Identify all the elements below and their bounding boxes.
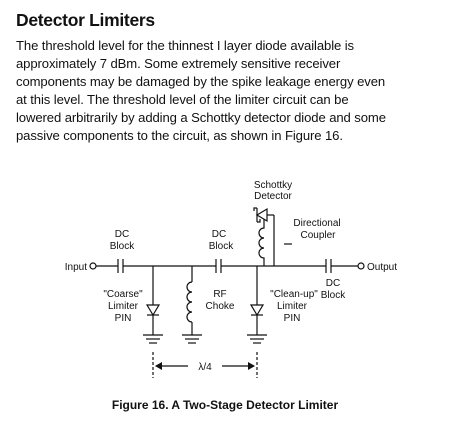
schottky-bar-hooks bbox=[253, 207, 261, 223]
label-dc-block-2: Block bbox=[209, 241, 234, 252]
output-terminal bbox=[357, 262, 365, 270]
label-dc-block-3: DC bbox=[326, 278, 340, 289]
label-choke: Choke bbox=[206, 301, 235, 312]
schottky-diode bbox=[255, 207, 268, 223]
label-dc-block-1: DC bbox=[115, 229, 129, 240]
arrowhead-right bbox=[248, 362, 255, 370]
label-rf: RF bbox=[213, 289, 226, 300]
paragraph-line: lowered arbitrarily by adding a Schottky… bbox=[16, 110, 386, 126]
rf-choke-coil bbox=[186, 281, 193, 323]
label-detector: Detector bbox=[254, 191, 292, 202]
label-coarse: "Coarse" bbox=[103, 289, 143, 300]
label-coarse-pin: PIN bbox=[115, 313, 132, 324]
label-directional: Directional bbox=[293, 218, 340, 229]
label-lambda-quarter: λ/4 bbox=[198, 362, 212, 373]
label-dc-block-3: Block bbox=[321, 290, 346, 301]
paragraph-line: at this level. The threshold level of th… bbox=[16, 92, 349, 108]
label-dc-block-2: DC bbox=[212, 229, 226, 240]
paragraph-line: approximately 7 dBm. Some extremely sens… bbox=[16, 56, 341, 72]
paragraph-line: The threshold level for the thinnest I l… bbox=[16, 38, 354, 53]
label-coarse-limiter: Limiter bbox=[108, 301, 139, 312]
section-heading: Detector Limiters bbox=[16, 10, 155, 30]
body-paragraph: The threshold level for the thinnest I l… bbox=[16, 37, 446, 146]
coupler-coil bbox=[258, 215, 265, 266]
arrowhead-left bbox=[155, 362, 162, 370]
label-schottky: Schottky bbox=[254, 180, 292, 191]
label-cleanup-limiter: Limiter bbox=[277, 301, 308, 312]
cleanup-pin-diode bbox=[249, 304, 265, 317]
paragraph-line: components may be damaged by the spike l… bbox=[16, 74, 386, 90]
label-coupler: Coupler bbox=[300, 230, 336, 241]
label-dc-block-1: Block bbox=[110, 241, 135, 252]
paragraph-line: passive components to the circuit, as sh… bbox=[16, 128, 343, 144]
label-input: Input bbox=[65, 262, 87, 273]
figure-caption: Figure 16. A Two-Stage Detector Limiter bbox=[111, 398, 339, 412]
coarse-pin-diode bbox=[145, 304, 161, 317]
input-terminal bbox=[89, 262, 97, 270]
label-cleanup: "Clean-up" bbox=[270, 289, 318, 300]
label-cleanup-pin: PIN bbox=[284, 313, 301, 324]
label-output: Output bbox=[367, 262, 397, 273]
